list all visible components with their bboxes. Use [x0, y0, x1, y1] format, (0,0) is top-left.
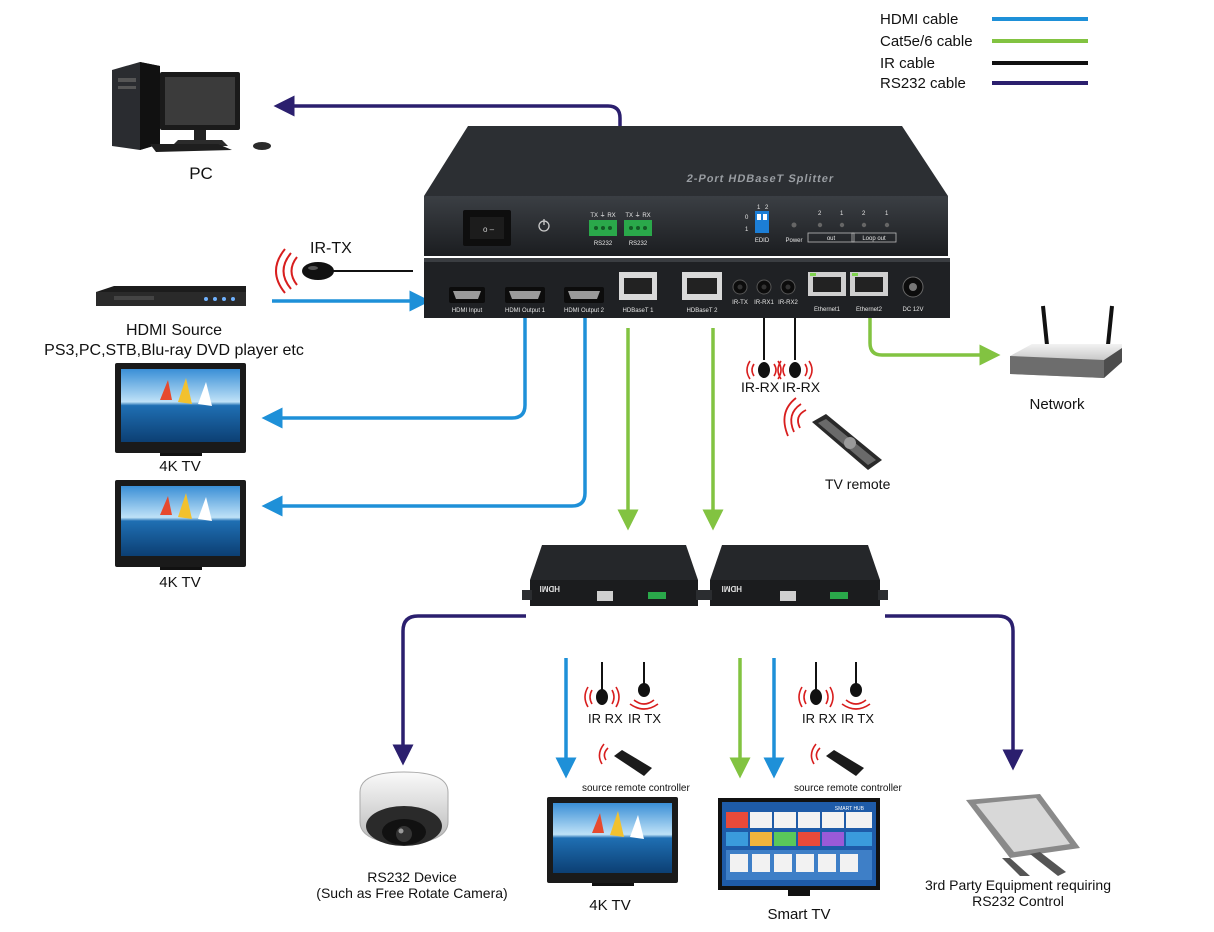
ir-rx-sensor-2 — [777, 360, 813, 380]
ir-rx-a-label: IR-RX — [741, 379, 780, 395]
rs232-cable-to-pc — [273, 95, 622, 200]
svg-text:Ethernet2: Ethernet2 — [856, 307, 883, 313]
hdbaset-receiver-2: HDMI — [702, 545, 888, 606]
svg-text:o –: o – — [483, 225, 495, 234]
tv-4k-bottom-label: 4K TV — [589, 897, 630, 914]
hdmi-cable-output2-to-tv — [261, 318, 587, 517]
power-label: Power — [785, 238, 802, 244]
hdmi-source-label: HDMI Source — [126, 322, 222, 339]
splitter-title: 2-Port HDBaseT Splitter — [686, 173, 836, 185]
rs232-device-sub-label: (Such as Free Rotate Camera) — [316, 885, 507, 901]
pc-label: PC — [189, 164, 213, 183]
hdmi-cable-output1-to-tv — [261, 318, 527, 429]
port-ir-rx2: IR-RX2 — [778, 279, 798, 306]
ir-rx-b-label: IR-RX — [782, 379, 821, 395]
tv-4k-2-label: 4K TV — [159, 574, 200, 591]
receiver-2-brand: HDMI — [722, 584, 742, 593]
ir-pair-right: IR RX IR TX source remote controller — [794, 662, 902, 794]
source-remote-right-label: source remote controller — [794, 783, 902, 794]
edid-label-1b: 1 — [745, 227, 749, 233]
ir-rx-sensors: IR-RX IR-RX — [741, 360, 821, 395]
ir-rx-right-label: IR RX — [802, 711, 837, 726]
third-party-sub-label: RS232 Control — [972, 893, 1064, 909]
loop-2-label: 2 — [862, 211, 866, 217]
legend-cat-label: Cat5e/6 cable — [880, 33, 973, 50]
legend-hdmi-label: HDMI cable — [880, 11, 958, 28]
svg-text:HDMI Output 2: HDMI Output 2 — [564, 308, 605, 314]
loop-out-label: Loop out — [862, 236, 886, 242]
third-party-device: 3rd Party Equipment requiring RS232 Cont… — [925, 794, 1111, 909]
smart-tv-label: Smart TV — [767, 906, 830, 923]
legend: HDMI cable Cat5e/6 cable IR cable RS232 … — [880, 11, 1088, 92]
smart-hub-label: SMART HUB — [835, 806, 865, 812]
cat-cable-to-network — [868, 316, 1001, 366]
source-remote-left-label: source remote controller — [582, 783, 690, 794]
power-led — [791, 222, 797, 228]
legend-ir-label: IR cable — [880, 55, 935, 72]
port-dc-12v: DC 12V — [902, 276, 924, 313]
legend-rs232-label: RS232 cable — [880, 75, 966, 92]
port-hdbaset-2: HDBaseT 2 — [682, 272, 722, 314]
hdbaset-splitter: 2-Port HDBaseT Splitter o – TX ⏚ RX TX ⏚… — [424, 126, 950, 318]
pc-device: PC — [112, 62, 271, 183]
svg-text:HDBaseT 1: HDBaseT 1 — [623, 308, 655, 314]
tv-remote-label: TV remote — [825, 476, 891, 492]
port-hdbaset-1: HDBaseT 1 — [619, 272, 657, 314]
port-hdmi-output-1: HDMI Output 1 — [505, 287, 546, 314]
edid-label: EDID — [755, 238, 770, 244]
port-ir-rx1: IR-RX1 — [754, 279, 774, 306]
ir-tx-right-label: IR TX — [841, 711, 874, 726]
ir-tx-emitter: IR-TX — [275, 240, 352, 294]
third-party-label: 3rd Party Equipment requiring — [925, 877, 1111, 893]
rs232-b-txrx: TX ⏚ RX — [625, 212, 650, 219]
cables — [261, 95, 1024, 779]
rs232-a-label: RS232 — [594, 241, 613, 247]
edid-label-0: 0 — [745, 215, 749, 221]
svg-text:HDBaseT 2: HDBaseT 2 — [687, 308, 719, 314]
svg-text:IR-RX2: IR-RX2 — [778, 300, 798, 306]
rs232-b-label: RS232 — [629, 241, 648, 247]
receiver-1-brand: HDMI — [540, 584, 560, 593]
rs232-a-txrx: TX ⏚ RX — [590, 212, 615, 219]
port-hdmi-input: HDMI Input — [449, 287, 485, 314]
tv-4k-1-label: 4K TV — [159, 458, 200, 475]
tv-4k-2: 4K TV — [115, 480, 246, 591]
port-hdmi-output-2: HDMI Output 2 — [564, 287, 605, 314]
smart-tv: SMART HUB Smart TV — [718, 798, 880, 923]
edid-label-2: 2 — [765, 205, 769, 211]
svg-text:HDMI Output 1: HDMI Output 1 — [505, 308, 546, 314]
rs232-cable-to-camera — [392, 614, 526, 766]
svg-text:IR-RX1: IR-RX1 — [754, 300, 774, 306]
hdmi-source-device: HDMI Source PS3,PC,STB,Blu-ray DVD playe… — [44, 286, 304, 359]
ir-rx-sensor-1 — [746, 360, 782, 380]
ir-rx-left-label: IR RX — [588, 711, 623, 726]
network-router: Network — [1010, 305, 1122, 413]
out-1-label: 1 — [840, 211, 844, 217]
svg-text:HDMI Input: HDMI Input — [452, 308, 483, 314]
edid-label-1: 1 — [757, 205, 761, 211]
out-2-label: 2 — [818, 211, 822, 217]
ir-tx-left-label: IR TX — [628, 711, 661, 726]
hdmi-source-sub-label: PS3,PC,STB,Blu-ray DVD player etc — [44, 342, 304, 359]
port-ethernet1: Ethernet1 — [808, 272, 846, 313]
tv-4k-bottom: 4K TV — [547, 797, 678, 914]
rs232-cable-to-third-party — [885, 614, 1024, 771]
rs232-camera-device: RS232 Device (Such as Free Rotate Camera… — [316, 771, 508, 901]
tv-remote: TV remote — [783, 397, 891, 492]
svg-text:IR-TX: IR-TX — [732, 300, 748, 306]
ir-pair-left: IR RX IR TX source remote controller — [582, 662, 690, 794]
svg-text:DC 12V: DC 12V — [902, 307, 923, 313]
port-ir-tx: IR-TX — [732, 279, 748, 306]
tv-4k-1: 4K TV — [115, 363, 246, 475]
rs232-device-label: RS232 Device — [367, 869, 457, 885]
network-label: Network — [1029, 396, 1085, 413]
out-label: out — [827, 236, 836, 242]
hdbaset-receiver-1: HDMI — [522, 545, 706, 606]
loop-1-label: 1 — [885, 211, 889, 217]
svg-text:Ethernet1: Ethernet1 — [814, 307, 841, 313]
port-ethernet2: Ethernet2 — [850, 272, 888, 313]
ir-tx-top-label: IR-TX — [310, 240, 352, 257]
